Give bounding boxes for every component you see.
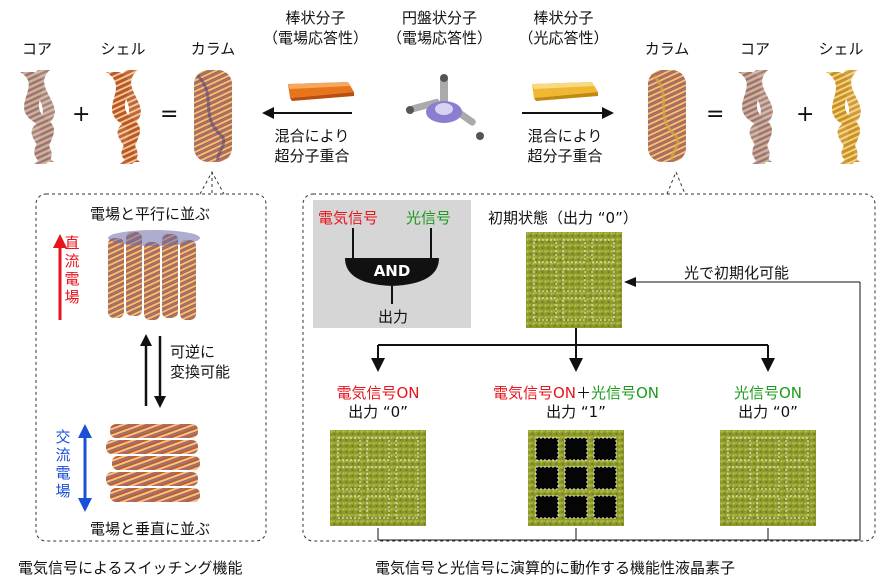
equals-sign-right: =	[706, 102, 725, 127]
label-and-gate: AND	[373, 262, 411, 280]
label-mix-right: 混合により 超分子重合	[527, 127, 603, 166]
label-case2-title: 電気信号ON＋光信号ON	[476, 382, 676, 403]
label-case2-title-a: 電気信号ON	[492, 384, 576, 402]
label-rod-light: 棒状分子 （光応答性）	[518, 9, 609, 48]
perpendicular-columns-image	[106, 424, 200, 502]
caption-left: 電気信号によるスイッチング機能	[18, 559, 243, 577]
label-light-signal: 光信号	[406, 209, 452, 227]
label-column-right: カラム	[644, 40, 690, 58]
label-case3-output: 出力 “0”	[738, 403, 798, 421]
ac-field-arrow	[78, 424, 92, 512]
label-case2-output: 出力 “1”	[546, 403, 606, 421]
core-helix-right-image	[738, 70, 773, 164]
plus-sign-right: +	[796, 102, 815, 127]
case2-film-image	[528, 430, 624, 526]
label-electric-signal: 電気信号	[318, 209, 379, 227]
label-case1-output: 出力 “0”	[348, 403, 408, 421]
and-gate-icon	[345, 228, 439, 304]
orange-rod-molecule-image	[288, 82, 354, 101]
label-ac-field: 交流電場	[55, 428, 71, 500]
label-initial-state: 初期状態（出力 “0”）	[488, 209, 638, 227]
column-helix-right-image	[648, 70, 686, 162]
disc-molecule-image	[406, 74, 484, 140]
plus-sign-left: +	[72, 102, 91, 127]
case3-film-image	[720, 430, 816, 526]
label-perpendicular: 電場と垂直に並ぶ	[89, 520, 210, 538]
label-rod-field: 棒状分子 （電場応答性）	[262, 9, 368, 48]
label-shell-right: シェル	[818, 40, 864, 58]
label-dc-field: 直流電場	[64, 234, 80, 306]
label-case1-title: 電気信号ON	[336, 384, 420, 402]
label-reversible: 可逆に 変換可能	[170, 343, 231, 382]
dc-field-arrow	[53, 234, 67, 320]
parallel-columns-image	[108, 230, 200, 320]
reversible-arrows-icon	[140, 334, 166, 408]
label-parallel: 電場と平行に並ぶ	[89, 205, 210, 223]
arrow-right-icon	[522, 107, 614, 119]
equals-sign-left: =	[160, 102, 179, 127]
shell-helix-right-image	[826, 70, 861, 164]
yellow-rod-molecule-image	[532, 82, 598, 101]
shell-helix-left-image	[106, 70, 141, 164]
arrow-left-icon	[262, 107, 352, 119]
case1-film-image	[330, 430, 426, 526]
label-shell-left: シェル	[100, 40, 146, 58]
label-mix-left: 混合により 超分子重合	[274, 127, 350, 166]
label-case2-plus: ＋	[575, 384, 591, 402]
caption-right: 電気信号と光信号に演算的に動作する機能性液晶素子	[375, 559, 736, 577]
label-column-left: カラム	[190, 40, 236, 58]
label-case3-title: 光信号ON	[733, 384, 803, 402]
initial-state-film-image	[526, 232, 622, 328]
label-case2-title-b: 光信号ON	[591, 384, 660, 402]
label-output: 出力	[377, 308, 408, 326]
label-core-right: コア	[739, 40, 770, 58]
label-light-reset: 光で初期化可能	[684, 264, 790, 282]
label-disc: 円盤状分子 （電場応答性）	[386, 9, 492, 48]
label-core-left: コア	[21, 40, 52, 58]
core-helix-left-image	[20, 70, 55, 164]
column-helix-left-image	[194, 70, 232, 162]
